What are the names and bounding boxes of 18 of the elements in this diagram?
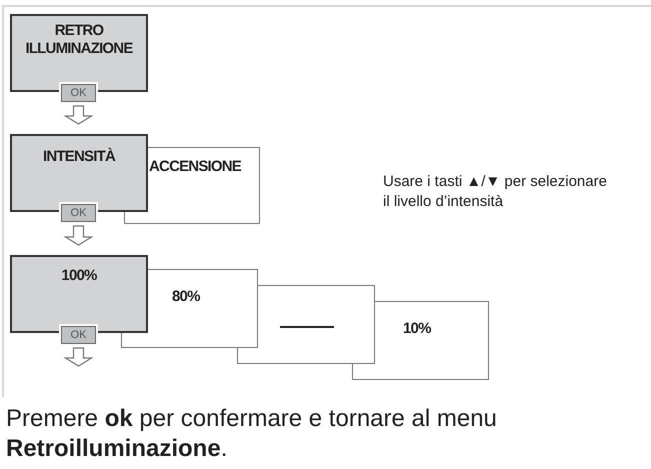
menu-screen: [148, 147, 260, 224]
ok-key: OK: [61, 84, 96, 102]
screen-text: INTENSITÀ: [43, 148, 115, 167]
menu-screen: [148, 269, 258, 348]
menu-screen: [258, 285, 375, 364]
screen-text: 10%: [403, 320, 431, 339]
menu-screen: [375, 301, 489, 380]
down-arrow: [63, 347, 94, 367]
down-arrow: [63, 225, 94, 246]
ok-key: OK: [61, 326, 96, 344]
screen-text: 80%: [172, 288, 200, 307]
screen-text: 100%: [61, 267, 97, 286]
instruction-note: Usare i tasti ▲/▼ per selezionare il livello d’intensità: [383, 172, 608, 212]
screen-text: ACCENSIONE: [149, 158, 242, 177]
down-arrow: [63, 105, 94, 125]
ok-key: OK: [61, 204, 96, 222]
caption: Premere ok per confermare e tornare al menu Retroilluminazione.: [6, 404, 498, 464]
screen-text: RETRO ILLUMINAZIONE: [24, 22, 134, 59]
